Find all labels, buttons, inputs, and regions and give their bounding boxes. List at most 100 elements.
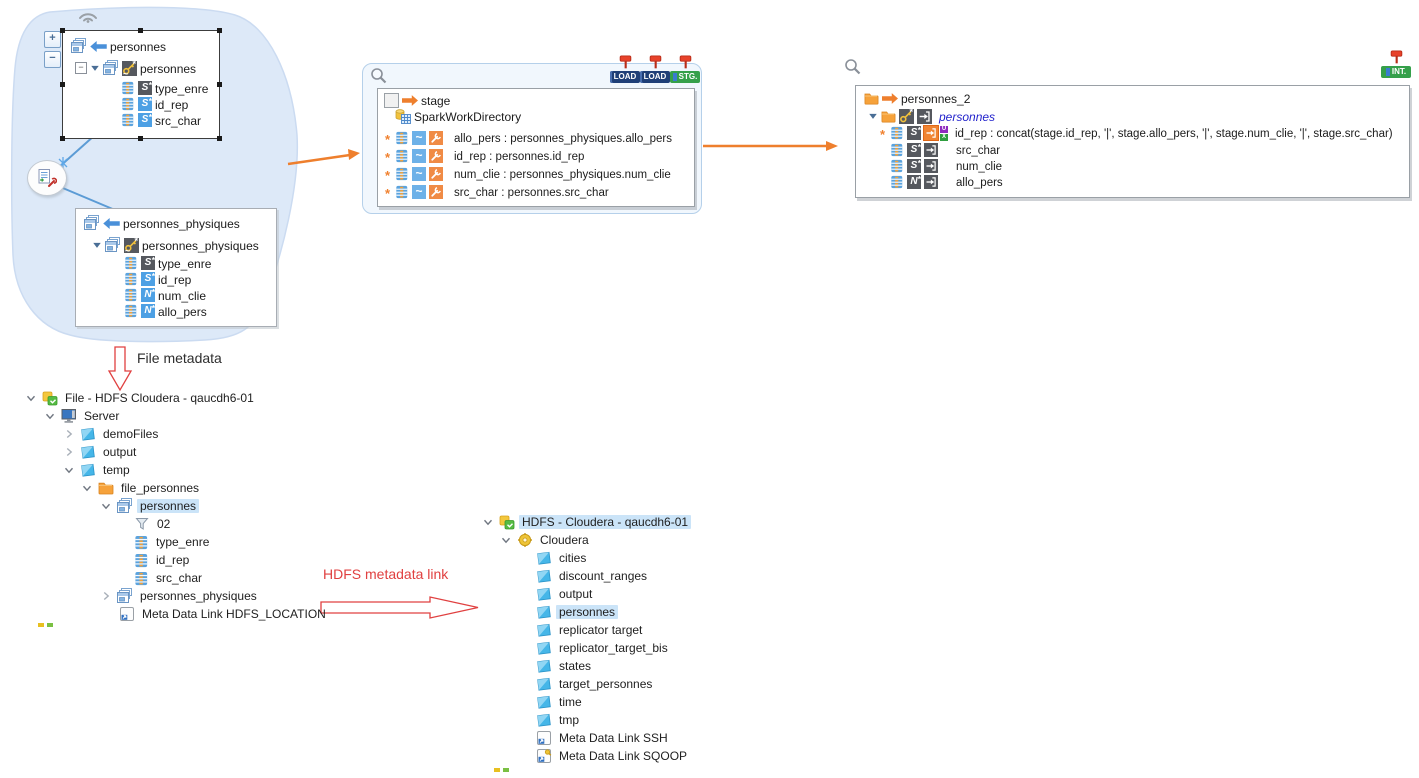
tree-item-tmp[interactable]: tmp xyxy=(0,711,691,729)
mapping-row[interactable]: * id_rep : personnes.id_rep xyxy=(383,148,585,165)
tree-item-cities[interactable]: cities xyxy=(0,549,691,567)
tree-item-personnes-physiques[interactable]: personnes_physiques xyxy=(0,587,329,605)
chevron-down-icon[interactable] xyxy=(62,463,76,477)
selection-handle[interactable] xyxy=(217,28,222,33)
chevron-right-icon[interactable] xyxy=(62,445,76,459)
column-row[interactable]: S src_char xyxy=(121,111,202,128)
int-badge[interactable]: INT. xyxy=(1381,50,1411,78)
stg-badge[interactable]: STG. xyxy=(670,55,700,83)
search-icon[interactable] xyxy=(844,58,862,76)
selection-handle[interactable] xyxy=(60,136,65,141)
search-icon[interactable] xyxy=(370,67,388,85)
column-row[interactable]: S type_enre xyxy=(124,254,211,271)
mapping-expression: id_rep : personnes.id_rep xyxy=(454,150,585,163)
column-label: num_clie xyxy=(158,288,207,303)
chevron-right-icon[interactable] xyxy=(62,427,76,441)
chevron-down-icon[interactable] xyxy=(43,409,57,423)
column-label: src_char xyxy=(155,113,202,128)
tree-item-time[interactable]: time xyxy=(0,693,691,711)
chevron-down-icon[interactable] xyxy=(481,515,495,529)
tree-item-src-char[interactable]: src_char xyxy=(0,569,329,587)
selection-handle[interactable] xyxy=(60,82,65,87)
tree-item-hdfs-root[interactable]: HDFS - Cloudera - qaucdh6-01 xyxy=(0,513,692,531)
column-icon xyxy=(395,149,409,163)
column-row[interactable]: N num_clie xyxy=(124,286,207,303)
zoom-in-button[interactable]: + xyxy=(44,31,61,48)
tree-item-metadata-link-ssh[interactable]: Meta Data Link SSH xyxy=(0,729,691,747)
chevron-down-icon[interactable] xyxy=(24,391,38,405)
target-column-row[interactable]: N allo_pers xyxy=(878,173,1003,190)
folder-icon xyxy=(881,109,896,124)
column-row[interactable]: N allo_pers xyxy=(124,302,207,319)
datastore-icon xyxy=(71,38,87,54)
load-badge[interactable]: LOAD xyxy=(610,55,640,83)
selection-handle[interactable] xyxy=(138,28,143,33)
source-ref-label: personnes_physiques xyxy=(123,216,240,231)
tree-item-output[interactable]: output xyxy=(0,585,691,603)
target-column-row[interactable]: S num_clie xyxy=(878,157,1002,174)
dataset-label: personnes xyxy=(140,61,197,76)
tree-item-filter-02[interactable]: 02 xyxy=(0,515,329,533)
triangle-down-icon[interactable] xyxy=(868,111,878,121)
source-datastore-personnes-physiques[interactable]: personnes_physiques personnes_physiques … xyxy=(75,208,277,327)
directory-icon xyxy=(536,640,552,656)
tree-item-personnes[interactable]: personnes xyxy=(0,497,329,515)
wrench-icon xyxy=(429,131,443,145)
column-icon xyxy=(124,288,138,302)
column-icon xyxy=(890,143,904,157)
tree-item-file-hdfs-root[interactable]: File - HDFS Cloudera - qaucdh6-01 xyxy=(0,389,329,407)
tree-item-cloudera[interactable]: Cloudera xyxy=(0,531,691,549)
selection-handle[interactable] xyxy=(60,28,65,33)
triangle-down-icon[interactable] xyxy=(90,63,100,73)
target-column-row[interactable]: S src_char xyxy=(878,141,1001,158)
column-row[interactable]: S id_rep xyxy=(121,95,188,112)
column-label: src_char xyxy=(956,144,1001,157)
zoom-out-button[interactable]: − xyxy=(44,51,61,68)
column-row[interactable]: S id_rep xyxy=(124,270,191,287)
selection-handle[interactable] xyxy=(138,136,143,141)
tree-item-metadata-link-hdfs-location[interactable]: Meta Data Link HDFS_LOCATION xyxy=(0,605,329,623)
tree-item-id-rep[interactable]: id_rep xyxy=(0,551,329,569)
tree-item-file-personnes[interactable]: file_personnes xyxy=(0,479,329,497)
tree-item-replicator-target-bis[interactable]: replicator_target_bis xyxy=(0,639,691,657)
tree-item-output[interactable]: output xyxy=(0,443,329,461)
flow-arrow-stage xyxy=(287,149,360,166)
selection-handle[interactable] xyxy=(217,82,222,87)
mapping-row[interactable]: * allo_pers : personnes_physiques.allo_p… xyxy=(383,130,672,147)
datatype-badge: S xyxy=(138,95,152,111)
triangle-down-icon[interactable] xyxy=(92,240,102,250)
datastore-icon xyxy=(105,237,121,253)
mapping-row[interactable]: * num_clie : personnes_physiques.num_cli… xyxy=(383,166,671,183)
tree-item-replicator-target[interactable]: replicator target xyxy=(0,621,691,639)
chevron-down-icon[interactable] xyxy=(80,481,94,495)
tree-item-type-enre[interactable]: type_enre xyxy=(0,533,329,551)
load-badge[interactable]: LOAD xyxy=(640,55,670,83)
tree-item-states[interactable]: states xyxy=(0,657,691,675)
tree-item-metadata-link-sqoop[interactable]: Meta Data Link SQOOP xyxy=(0,747,691,765)
chevron-down-icon[interactable] xyxy=(499,533,513,547)
hdfs-link-annotation: HDFS metadata link xyxy=(323,566,449,582)
export-icon xyxy=(924,143,938,157)
column-row[interactable]: S type_enre xyxy=(121,79,208,96)
checkbox-icon[interactable] xyxy=(384,92,399,108)
tree-item-personnes[interactable]: personnes xyxy=(0,603,691,621)
directory-icon xyxy=(80,426,96,442)
tree-item-demofiles[interactable]: demoFiles xyxy=(0,425,329,443)
mapping-row[interactable]: * src_char : personnes.src_char xyxy=(383,184,609,201)
tree-item-discount-ranges[interactable]: discount_ranges xyxy=(0,567,691,585)
target-column-row[interactable]: * S U X id_rep : concat(stage.id_rep, '|… xyxy=(878,124,1393,142)
selection-handle[interactable] xyxy=(217,136,222,141)
target-box[interactable]: personnes_2 personnes * S U X id_rep : c… xyxy=(855,85,1410,198)
directory-icon xyxy=(536,550,552,566)
tree-item-target-personnes[interactable]: target_personnes xyxy=(0,675,691,693)
tree-item-server[interactable]: Server xyxy=(0,407,329,425)
column-flags: U X xyxy=(940,125,948,141)
chevron-down-icon[interactable] xyxy=(99,499,113,513)
source-datastore-personnes[interactable]: personnes − personnes S type_enre S id_r… xyxy=(60,28,222,141)
tree-item-temp[interactable]: temp xyxy=(0,461,329,479)
lookup-node[interactable] xyxy=(27,160,67,196)
stage-box[interactable]: stage SparkWorkDirectory * allo_pers : p… xyxy=(377,88,695,207)
mandatory-star-icon: * xyxy=(384,131,391,147)
collapse-icon[interactable]: − xyxy=(75,62,87,74)
directory-icon xyxy=(80,462,96,478)
